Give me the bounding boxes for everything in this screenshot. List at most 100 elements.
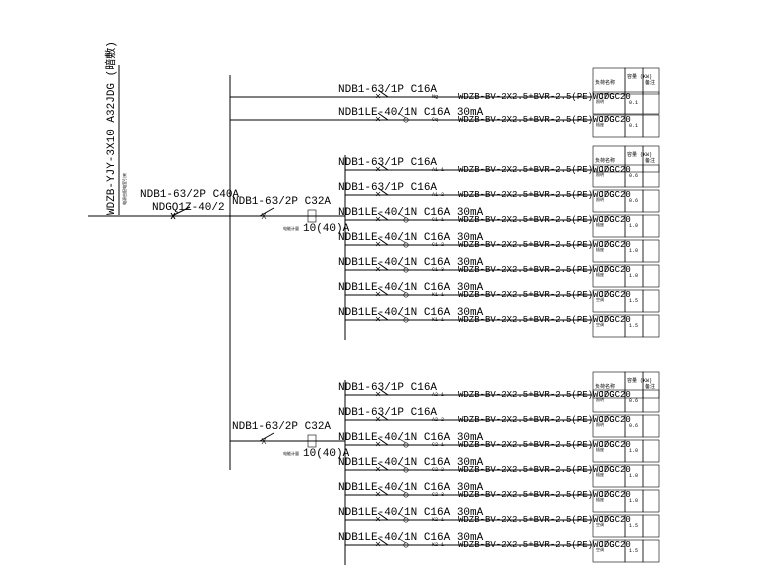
cable-label: WDZB-BV-2X2.5+BVR-2.5(PE) JDG 20 [458, 290, 631, 300]
isolator-label: NDGQ1Z-40/2 [152, 202, 225, 214]
phase-label: A1-1 [432, 167, 444, 173]
phase-label: C1-1 [432, 217, 444, 223]
phase-label: C2-3 [432, 492, 444, 498]
laying-label: WC/CC [593, 240, 621, 250]
power-value: 0.6 [629, 173, 638, 179]
breaker-switch [377, 287, 389, 296]
breaker-switch [377, 187, 389, 196]
table-header-power-cell [624, 67, 644, 95]
load-name: 插座 [596, 496, 604, 503]
breaker-label: NDB1LE-40/1N C16A 30mA [338, 307, 484, 319]
rcd-link [397, 262, 407, 269]
breaker-label: NDB1LE-40/1N C16A 30mA [338, 457, 484, 469]
breaker-label: NDB1LE-40/1N C16A 30mA [338, 207, 484, 219]
power-value: 1.5 [629, 548, 638, 554]
cable-label: WDZB-BV-2X2.5+BVR-2.5(PE) JDG 20 [458, 465, 631, 475]
table-header-remark: 备注 [645, 79, 655, 86]
phase-label: A1-2 [432, 192, 444, 198]
table-header-power: 容量 (KW) [627, 377, 652, 384]
table-remark-cell [642, 539, 660, 563]
breaker-cross [375, 316, 381, 322]
table-header-remark: 备注 [645, 383, 655, 390]
laying-label: WC/CC [593, 540, 621, 550]
breaker-cross [375, 491, 381, 497]
breaker-label: NDB1LE-40/1N C16A 30mA [338, 107, 484, 119]
cable-label: WDZB-BV-2X2.5+BVR-2.5(PE) JDG 20 [458, 540, 631, 550]
breaker-label: NDB1LE-40/1N C16A 30mA [338, 507, 484, 519]
main-breaker-label: NDB1-63/2P C40A [140, 189, 239, 201]
table-remark-cell [642, 189, 660, 213]
phase-label: K1-1 [432, 292, 444, 298]
feeder-breaker-label: NDB1-63/2P C32A [232, 196, 331, 208]
breaker-cross [375, 241, 381, 247]
phase-label: C2-2 [432, 467, 444, 473]
table-remark-cell [642, 414, 660, 438]
power-value: 1.5 [629, 323, 638, 329]
cable-label: WDZB-BV-2X2.5+BVR-2.5(PE) JDG 20 [458, 240, 631, 250]
table-remark-cell [642, 91, 660, 115]
power-value: 0.1 [629, 123, 638, 129]
laying-label: WC/CC [593, 92, 621, 102]
cable-label: WDZB-BV-2X2.5+BVR-2.5(PE) JDG 20 [458, 215, 631, 225]
cable-label: WDZB-BV-2X2.5+BVR-2.5(PE) JDG 20 [458, 115, 631, 125]
power-value: 1.0 [629, 273, 638, 279]
table-remark-cell [642, 164, 660, 188]
power-value: 1.5 [629, 523, 638, 529]
cable-label: WDZB-BV-2X2.5+BVR-2.5(PE) JDG 20 [458, 390, 631, 400]
phase-label: C1-3 [432, 267, 444, 273]
cable-label: WDZB-BV-2X2.5+BVR-2.5(PE) JDG 20 [458, 315, 631, 325]
breaker-cross [375, 441, 381, 447]
table-remark-cell [642, 289, 660, 313]
meter-symbol [307, 209, 317, 223]
phase-label: K2-1 [432, 517, 444, 523]
rcd-link [397, 237, 407, 244]
feeder-breaker-label: NDB1-63/2P C32A [232, 421, 331, 433]
breaker-switch [377, 537, 389, 546]
power-value: 1.0 [629, 448, 638, 454]
table-header-usage: 负荷名称 [595, 383, 615, 390]
table-header-remark-cell [642, 371, 660, 399]
cable-label: WDZB-BV-2X2.5+BVR-2.5(PE) JDG 20 [458, 265, 631, 275]
table-remark-cell [642, 264, 660, 288]
meter-symbol [307, 434, 317, 448]
breaker-switch [377, 512, 389, 521]
phase-label: Cq [432, 117, 438, 123]
main-breaker-cross-b [170, 212, 176, 220]
phase-label: C1-2 [432, 242, 444, 248]
feeder-breaker-cross [261, 437, 267, 445]
breaker-cross [375, 166, 381, 172]
table-header-power: 容量 (KW) [627, 151, 652, 158]
feeder-breaker-switch [259, 207, 275, 217]
cable-label: WDZB-BV-2X2.5+BVR-2.5(PE) JDG 20 [458, 490, 631, 500]
breaker-switch [377, 237, 389, 246]
table-header-power: 容量 (KW) [627, 73, 652, 80]
laying-label: WC/CC [593, 390, 621, 400]
breaker-switch [377, 387, 389, 396]
table-remark-cell [642, 514, 660, 538]
rcd-link [397, 512, 407, 519]
load-name: 插座 [596, 246, 604, 253]
breaker-cross [375, 416, 381, 422]
power-value: 0.6 [629, 398, 638, 404]
load-name: 照明 [596, 197, 604, 203]
meter-rating: 10(40)A [303, 448, 350, 460]
breaker-label: NDB1-63/1P C16A [338, 382, 437, 394]
breaker-cross [375, 191, 381, 197]
table-remark-cell [642, 389, 660, 413]
laying-label: WC/CC [593, 440, 621, 450]
cable-label: WDZB-BV-2X2.5+BVR-2.5(PE) JDG 20 [458, 92, 631, 102]
breaker-switch [377, 89, 389, 98]
laying-label: WC/CC [593, 165, 621, 175]
power-value: 0.6 [629, 423, 638, 429]
breaker-cross [375, 541, 381, 547]
breaker-switch [377, 462, 389, 471]
breaker-label: NDB1LE-40/1N C16A 30mA [338, 532, 484, 544]
breaker-label: NDB1-63/1P C16A [338, 182, 437, 194]
power-value: 1.0 [629, 498, 638, 504]
load-name: 照明 [596, 397, 604, 403]
phase-label: A2-1 [432, 392, 444, 398]
breaker-cross [375, 391, 381, 397]
main-breaker-switch [171, 206, 191, 217]
